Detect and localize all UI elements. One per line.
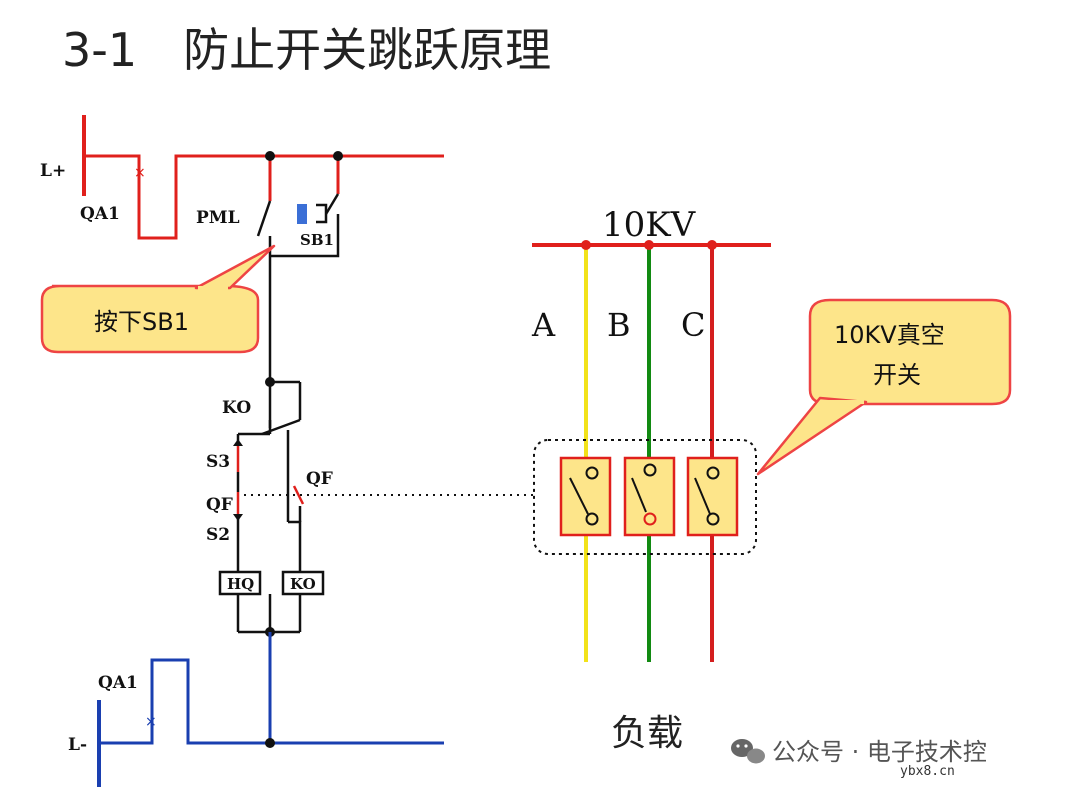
watermark-site: ybx8.cn [900, 764, 955, 779]
s2-label: S2 [206, 525, 230, 545]
pml-label: PML [196, 208, 240, 228]
phase-b-label: B [607, 306, 631, 344]
hq-box-label: HQ [227, 575, 254, 593]
junction-dot [265, 377, 275, 387]
s2-terminal-icon [233, 514, 243, 521]
page-title: 3-1 防止开关跳跃原理 [62, 23, 551, 77]
vacuum-switch-group [533, 439, 757, 555]
qf-right-contact [292, 485, 305, 505]
phase-c-label: C [681, 306, 705, 344]
phase-a-label: A [531, 306, 556, 344]
callout-vacuum-switch: 10KV真空 开关 [756, 298, 1012, 476]
sb1-pushbutton-icon [297, 204, 307, 224]
qa1-bottom-breaker-mark: × [145, 714, 157, 730]
l-minus-label: L- [68, 735, 87, 755]
phase-c-line [707, 240, 717, 662]
sb1-label: SB1 [300, 231, 334, 249]
ko-contact [261, 418, 301, 436]
sb1-contact [324, 193, 340, 215]
pml-contact [256, 200, 272, 237]
phase-b-line [644, 240, 654, 662]
negative-bus-line [99, 658, 444, 745]
switch-phase-c [686, 456, 739, 537]
callout-vacuum-line2: 开关 [873, 361, 921, 389]
callout-press-sb1: 按下SB1 [40, 244, 276, 354]
ko-label: KO [222, 398, 251, 418]
qa1-bottom-label: QA1 [98, 673, 138, 693]
ko-box-label: KO [290, 575, 316, 593]
phase-a-line [581, 240, 591, 662]
qa1-top-label: QA1 [80, 204, 120, 224]
sb1-bracket [316, 203, 328, 224]
qf-right-return [288, 520, 302, 572]
ko-coil: KO [281, 570, 325, 596]
junction-dot [265, 151, 275, 161]
callout-press-sb1-text: 按下SB1 [94, 308, 189, 336]
pml-sb1-contacts [256, 193, 340, 258]
positive-bus-line [84, 154, 444, 240]
bus-voltage-label: 10KV [602, 205, 697, 245]
switch-phase-b [623, 456, 676, 537]
wechat-icon [731, 739, 765, 764]
qf-left-label: QF [206, 495, 233, 515]
switch-phase-a [559, 456, 612, 537]
load-label: 负载 [611, 713, 683, 754]
sb1-return [270, 214, 340, 258]
positive-bus [82, 115, 444, 240]
watermark-text: 公众号 · 电子技术控 [772, 738, 987, 766]
callout-vacuum-line1: 10KV真空 [834, 321, 945, 349]
negative-bus [97, 632, 444, 787]
l-plus-label: L+ [40, 161, 66, 181]
junction-dot [333, 151, 343, 161]
junction-dot [265, 738, 275, 748]
s3-label: S3 [206, 452, 230, 472]
watermark: 公众号 · 电子技术控 ybx8.cn [731, 738, 987, 779]
qf-right-label: QF [306, 469, 333, 489]
s3-terminal-icon [233, 439, 243, 446]
qa1-top-breaker-mark: × [134, 165, 146, 181]
hq-coil: HQ [218, 570, 262, 596]
